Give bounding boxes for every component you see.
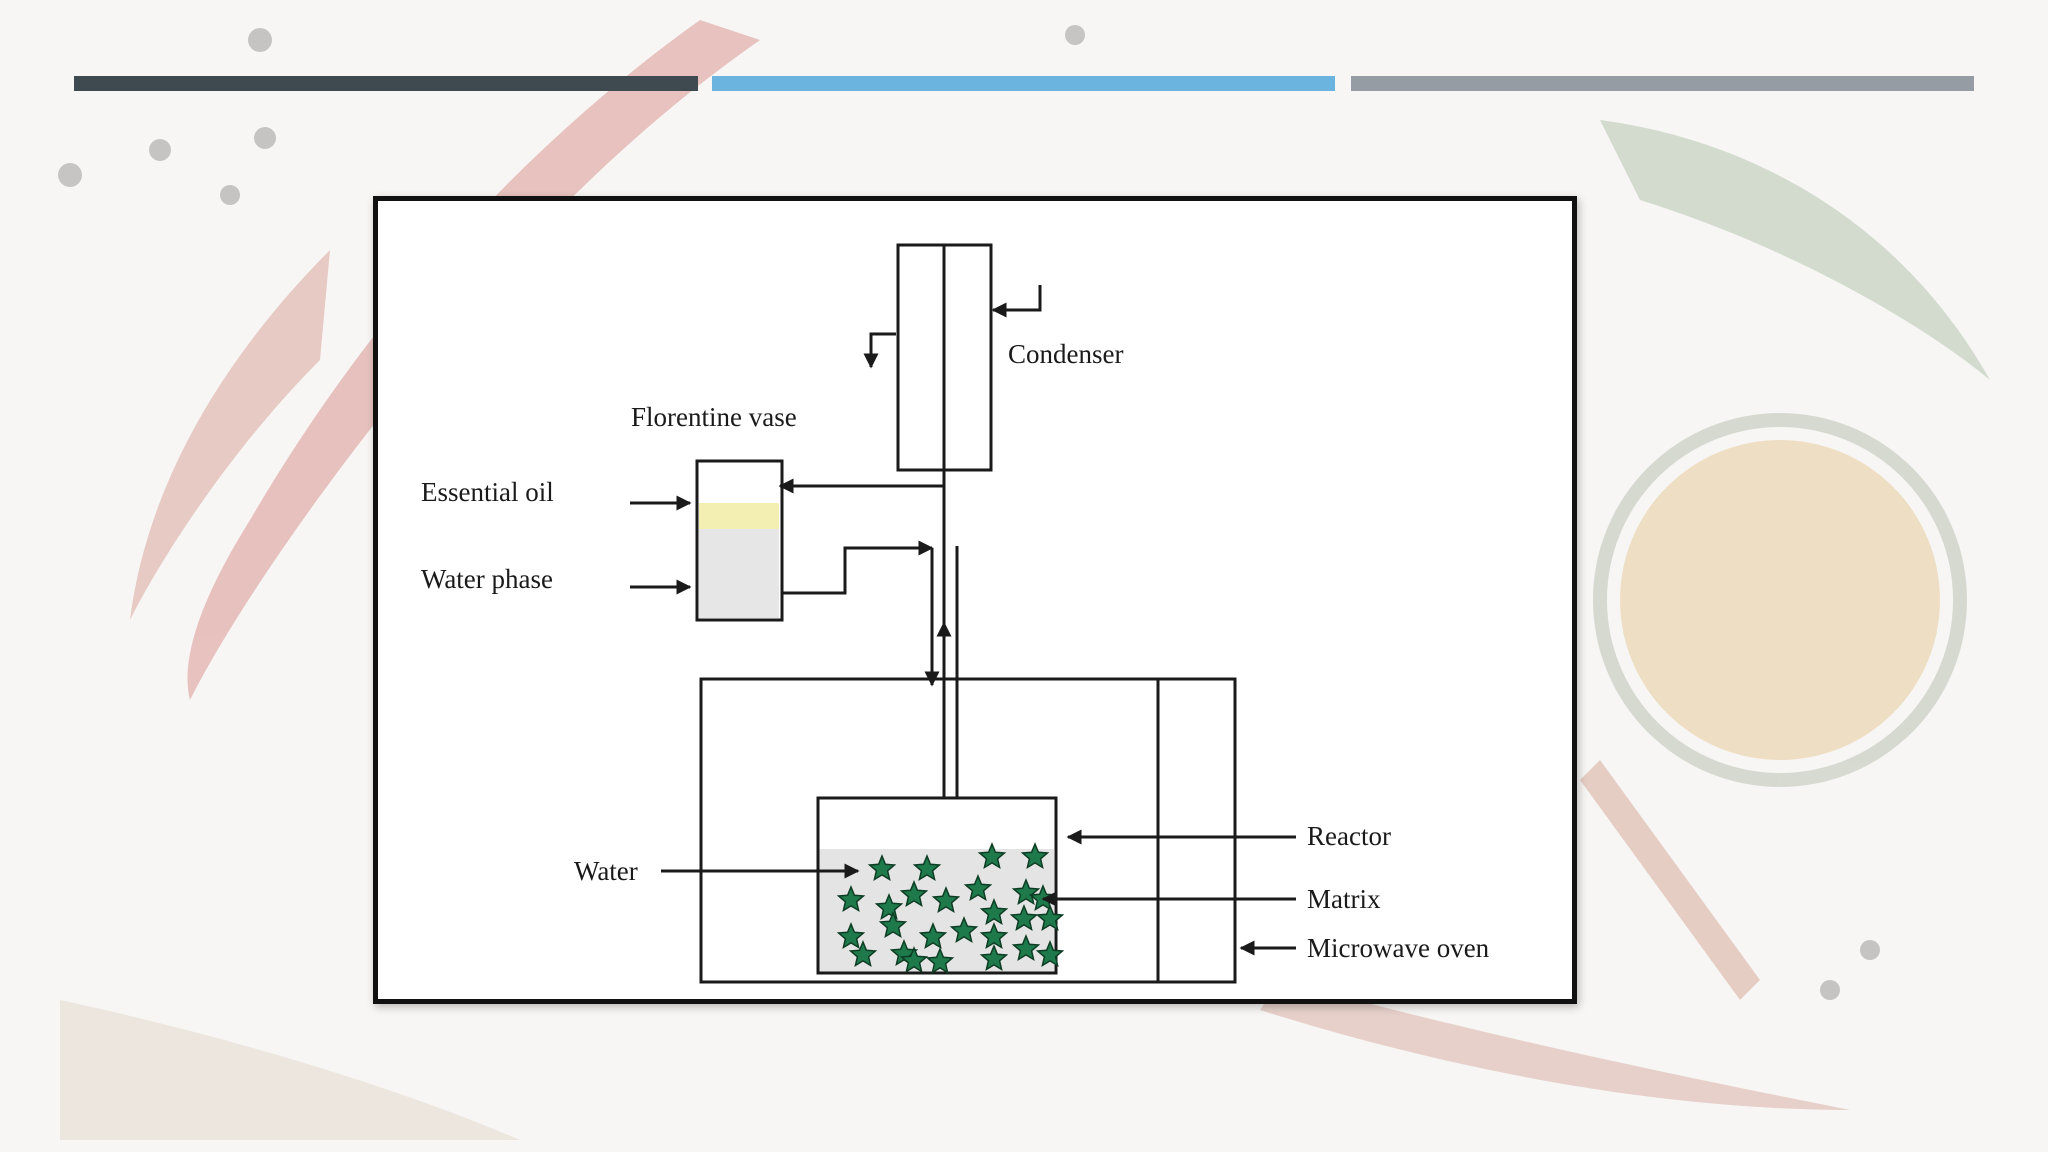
header-bar-blue	[712, 76, 1335, 91]
microwave-oven-label: Microwave oven	[1307, 933, 1490, 963]
florentine-vase	[695, 459, 784, 622]
water-phase-label: Water phase	[421, 564, 553, 594]
condenser-coolant-in-arrow	[991, 285, 1042, 318]
matrix-star	[979, 922, 1009, 950]
matrix-star	[836, 885, 866, 913]
matrix-star	[1020, 842, 1050, 870]
matrix-star	[1035, 904, 1065, 932]
matrix-star	[979, 898, 1009, 926]
matrix-star	[918, 922, 948, 950]
matrix-star	[931, 886, 961, 914]
matrix-star	[925, 947, 955, 975]
condenser-label: Condenser	[1008, 339, 1123, 369]
matrix-star	[874, 893, 904, 921]
matrix-star	[979, 944, 1009, 972]
water-label: Water	[574, 856, 638, 886]
matrix-star	[912, 854, 942, 882]
microwave-hydrodistillation-diagram: Condenser Florentine vase Essential oil …	[421, 243, 1490, 984]
florentine-vase-label: Florentine vase	[631, 402, 797, 432]
matrix-star	[848, 940, 878, 968]
water-phase-layer	[699, 529, 779, 618]
water-return-line	[782, 540, 934, 595]
matrix-star	[949, 916, 979, 944]
header-bar-dark	[74, 76, 698, 91]
distillation-diagram-frame: Condenser Florentine vase Essential oil …	[373, 196, 1577, 1004]
matrix-star	[1035, 940, 1065, 968]
matrix-star	[1009, 904, 1039, 932]
reactor	[816, 796, 1058, 975]
essential-oil-layer	[699, 503, 779, 529]
matrix-label: Matrix	[1307, 884, 1381, 914]
matrix-star	[977, 842, 1007, 870]
matrix-star	[963, 874, 993, 902]
matrix-star	[1011, 878, 1041, 906]
matrix-star	[899, 880, 929, 908]
reactor-label: Reactor	[1307, 821, 1391, 851]
header-bar-gray	[1351, 76, 1974, 91]
matrix-star	[1011, 934, 1041, 962]
matrix-star	[899, 946, 929, 974]
matrix-star	[878, 911, 908, 939]
matrix-star	[867, 854, 897, 882]
condenser-coolant-out-arrow	[863, 332, 896, 369]
matrix-star	[836, 922, 866, 950]
essential-oil-label: Essential oil	[421, 477, 554, 507]
microwave-oven	[699, 677, 1237, 984]
